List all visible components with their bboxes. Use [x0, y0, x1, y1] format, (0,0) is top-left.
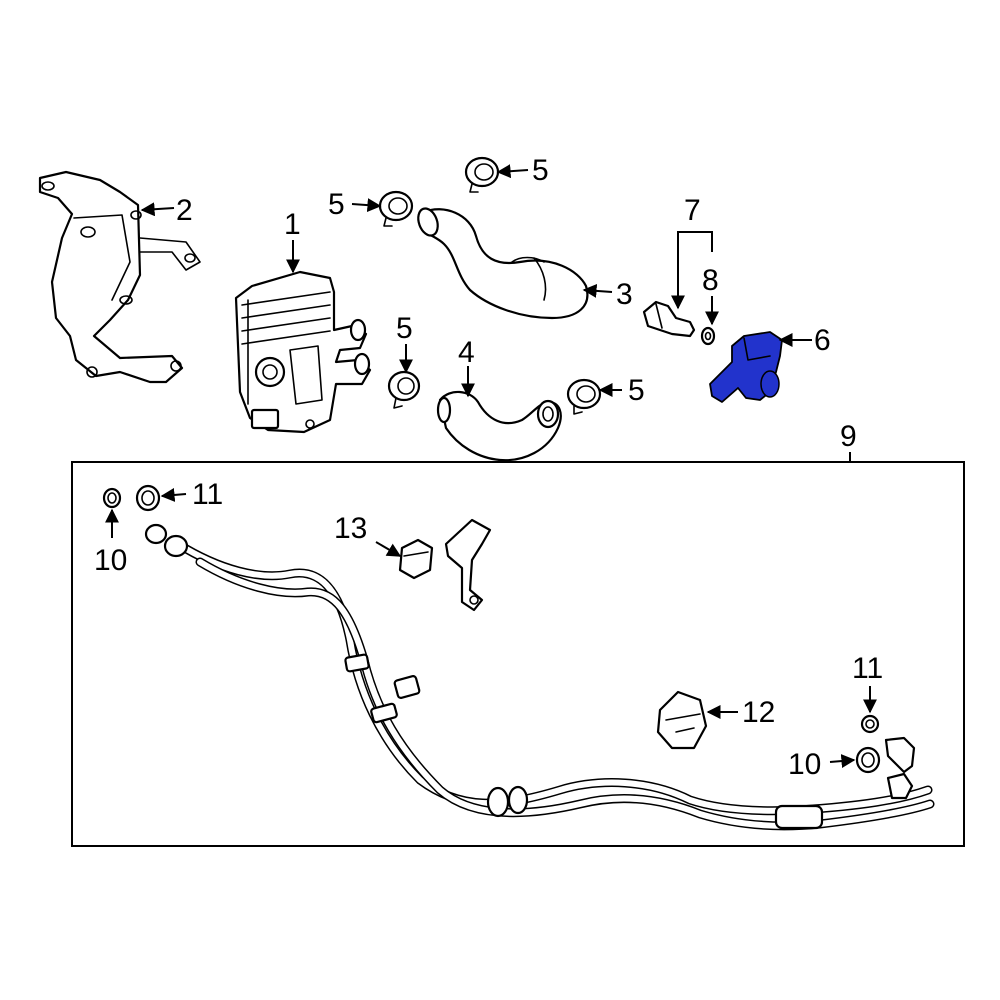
callout-5-middle: 5 — [396, 312, 413, 345]
part-sensor[interactable] — [642, 300, 696, 338]
part-oring-11a[interactable] — [135, 484, 161, 512]
part-bracket[interactable] — [38, 170, 201, 384]
callout-8: 8 — [702, 264, 719, 297]
assembly-frame — [71, 461, 965, 847]
callout-7: 7 — [684, 194, 701, 227]
callout-2: 2 — [176, 194, 193, 227]
part-clamp-2[interactable] — [464, 156, 500, 193]
part-oring-10b[interactable] — [855, 746, 881, 774]
callout-11-right: 11 — [852, 652, 883, 685]
callout-3: 3 — [616, 278, 633, 311]
callout-10-right: 10 — [788, 748, 821, 781]
callout-1: 1 — [284, 208, 301, 241]
part-oring-10a[interactable] — [102, 487, 122, 509]
part-clamp-4[interactable] — [566, 378, 602, 415]
callout-13: 13 — [334, 512, 367, 545]
callout-10-left: 10 — [94, 544, 127, 577]
part-clamp-1[interactable] — [378, 190, 414, 227]
callout-11-left: 11 — [192, 478, 223, 511]
callout-4: 4 — [458, 336, 475, 369]
callout-9: 9 — [840, 420, 857, 453]
part-heater-unit[interactable] — [234, 270, 372, 434]
part-lower-hose[interactable] — [436, 390, 562, 462]
leader-lines — [105, 164, 877, 769]
part-clamp-3[interactable] — [387, 370, 421, 409]
part-washer-8[interactable] — [700, 326, 716, 346]
callout-12: 12 — [742, 696, 775, 729]
part-oring-11b[interactable] — [860, 714, 880, 734]
callout-labels: 2 1 3 4 5 5 5 5 6 7 8 9 10 11 11 10 12 1… — [94, 154, 883, 781]
part-clip-12[interactable] — [656, 690, 708, 750]
part-pipe-assembly[interactable] — [144, 523, 935, 831]
callout-6: 6 — [814, 324, 831, 357]
callout-5-top: 5 — [532, 154, 549, 187]
part-upper-hose[interactable] — [415, 206, 589, 320]
callout-5-left: 5 — [328, 188, 345, 221]
callout-5-right: 5 — [628, 374, 645, 407]
part-clip-13[interactable] — [398, 518, 492, 612]
part-outlet-housing[interactable] — [709, 331, 783, 403]
